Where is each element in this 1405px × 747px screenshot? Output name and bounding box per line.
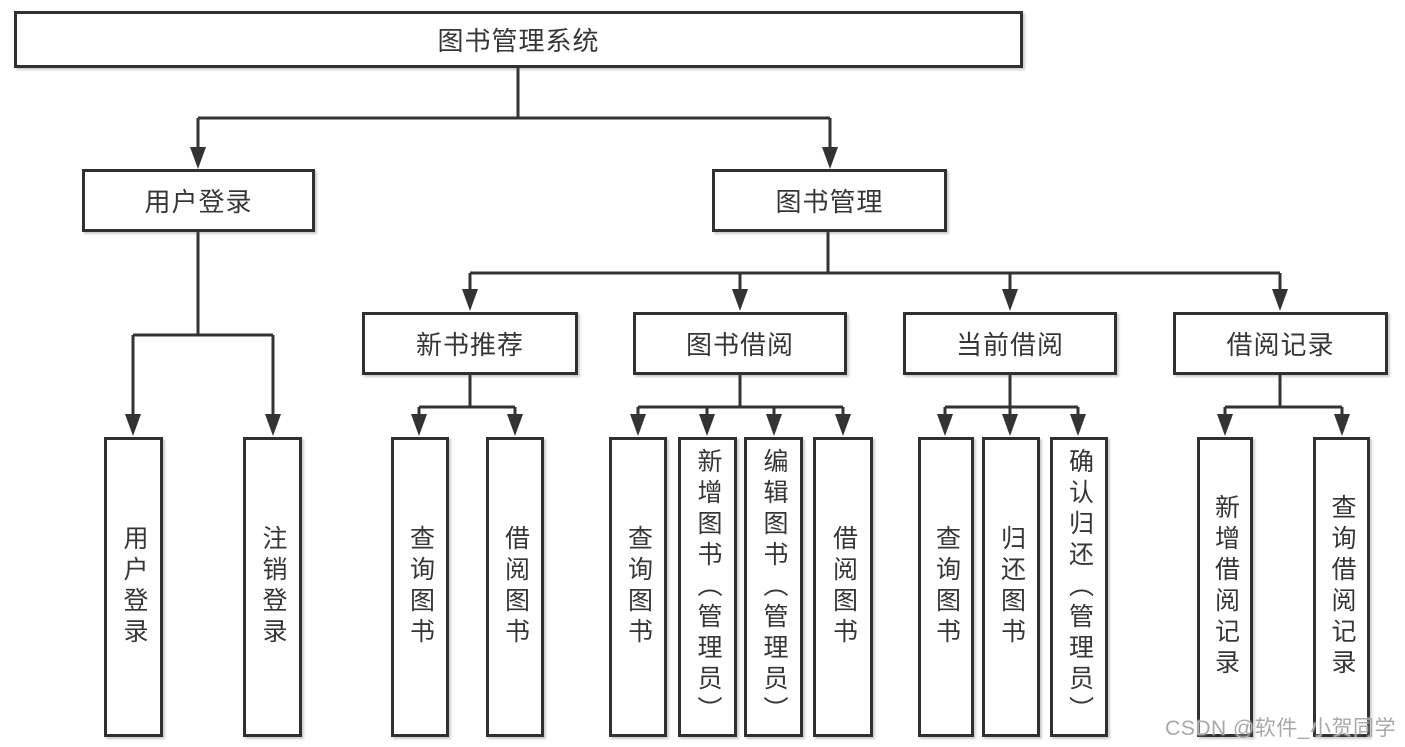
node-root-library-management-system: 图书管理系统 — [14, 11, 1023, 68]
node-book-management: 图书管理 — [712, 169, 947, 232]
connector-book-borrow-children — [630, 375, 851, 436]
node-borrow-records: 借阅记录 — [1173, 312, 1388, 375]
leaf-edit-book-admin: 编辑图书（管理员） — [744, 437, 803, 737]
connector-borrow-records-children — [1217, 375, 1350, 436]
node-user-login: 用户登录 — [82, 169, 315, 232]
leaf-user-login: 用户登录 — [104, 437, 163, 737]
leaf-query-books-current: 查询图书 — [918, 437, 974, 737]
node-book-borrow: 图书借阅 — [633, 312, 847, 375]
node-new-book-recommend: 新书推荐 — [362, 312, 578, 375]
node-current-borrow: 当前借阅 — [903, 312, 1117, 375]
connector-current-borrow-children — [937, 375, 1086, 436]
leaf-logout-login: 注销登录 — [243, 437, 302, 737]
leaf-query-books-borrow: 查询图书 — [609, 437, 667, 737]
leaf-add-book-admin: 新增图书（管理员） — [678, 437, 737, 737]
leaf-return-books: 归还图书 — [982, 437, 1040, 737]
leaf-confirm-return-admin: 确认归还（管理员） — [1050, 437, 1108, 737]
leaf-borrow-books: 借阅图书 — [813, 437, 873, 737]
connector-new-book-recommend-children — [411, 375, 523, 436]
leaf-query-books-recommend: 查询图书 — [391, 437, 449, 737]
leaf-query-borrow-record: 查询借阅记录 — [1313, 437, 1370, 737]
csdn-watermark: CSDN @软件_小贺同学 — [1165, 717, 1396, 740]
connector-book-management-children — [462, 232, 1288, 311]
connector-root-to-level2 — [190, 68, 838, 169]
leaf-borrow-books-recommend: 借阅图书 — [486, 437, 544, 737]
connector-user-login-children — [125, 232, 281, 436]
leaf-add-borrow-record: 新增借阅记录 — [1197, 437, 1253, 737]
